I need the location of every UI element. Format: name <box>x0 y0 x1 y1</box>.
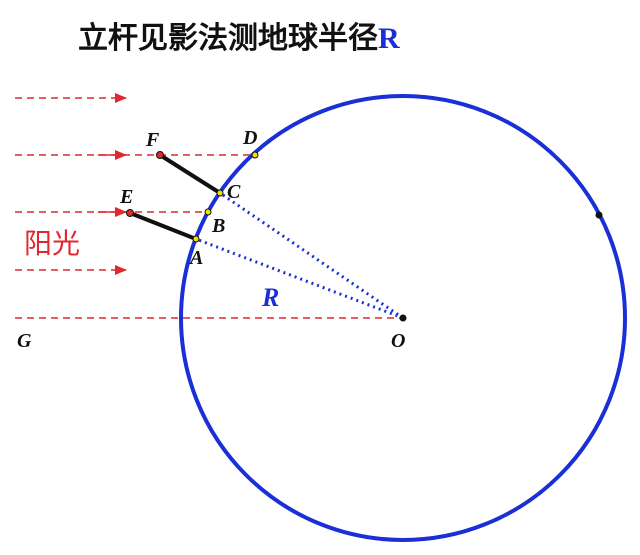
radius-line-oc <box>219 191 404 320</box>
label-e: E <box>119 186 133 208</box>
label-g: G <box>17 330 32 352</box>
label-c: C <box>227 181 241 203</box>
pole-fc <box>158 153 222 195</box>
point-b-marker <box>204 208 212 216</box>
page-title: 立杆见影法测地球半径R <box>78 21 400 56</box>
point-f-marker <box>156 151 164 159</box>
points <box>126 151 603 322</box>
point-o-marker <box>399 314 407 322</box>
label-f: F <box>145 129 160 151</box>
radius-lines <box>195 191 404 320</box>
sunlight-label: 阳光 <box>24 227 80 260</box>
title-text: 立杆见影法测地球半径 <box>78 21 378 56</box>
circle-right-marker <box>595 211 603 219</box>
point-a-marker <box>192 235 200 243</box>
label-o: O <box>391 330 405 352</box>
pole-ea <box>128 211 198 241</box>
point-e-marker <box>126 209 134 217</box>
point-c-marker <box>216 189 224 197</box>
label-d: D <box>242 127 257 149</box>
label-a: A <box>188 247 203 269</box>
earth-circle <box>179 94 627 542</box>
point-d-marker <box>251 151 259 159</box>
label-b: B <box>211 215 225 237</box>
title-variable: R <box>378 22 400 55</box>
radius-label: R <box>261 283 279 312</box>
poles <box>128 153 222 241</box>
sun-rays <box>15 93 403 319</box>
radius-line-oa <box>195 237 404 320</box>
